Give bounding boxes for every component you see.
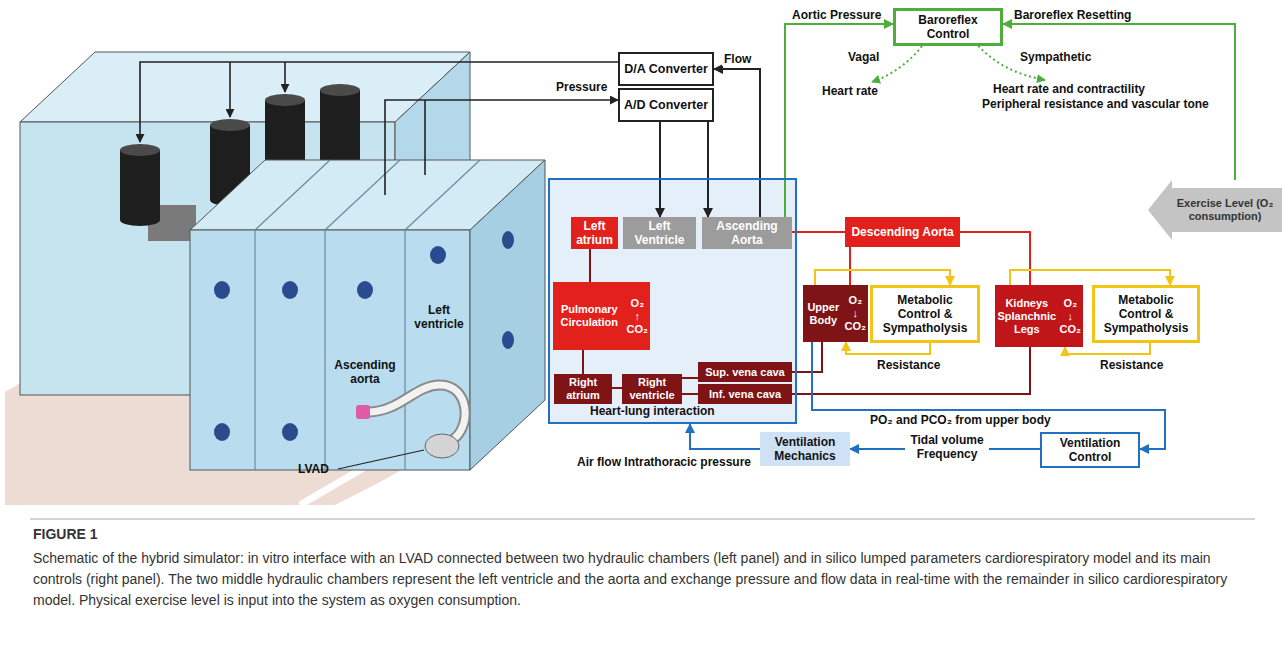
figure-title: FIGURE 1 (33, 526, 98, 542)
connector (682, 377, 698, 379)
connector-label: Tidal volume Frequency (905, 433, 989, 461)
connector (792, 231, 845, 233)
node-text: Upper Body (805, 301, 842, 327)
effector-label: Heart rate and contractility (993, 82, 1145, 96)
leader-line (338, 450, 424, 469)
node-text: Metabolic Control & Sympatholysis (875, 293, 975, 335)
gas-exchange-text: O₂ ↑ CO₂ (627, 297, 648, 336)
converter-box: A/D Converter (618, 88, 714, 122)
node-text: D/A Converter (624, 62, 708, 76)
node-text: A/D Converter (624, 98, 708, 112)
node-text: Exercise Level (O₂ consumption) (1174, 197, 1276, 223)
node-text: Ventilation Mechanics (762, 435, 848, 463)
connector (846, 342, 930, 354)
gas-exchange-text: O₂ ↓ CO₂ (845, 294, 866, 333)
connector-label: Baroreflex Resetting (1012, 8, 1133, 22)
connector (785, 24, 893, 217)
converter-box: D/A Converter (618, 52, 714, 86)
node-text: Right ventricle (624, 376, 680, 402)
heart-chamber: Right ventricle (622, 374, 682, 404)
connector (589, 249, 591, 282)
connector (690, 424, 760, 449)
figure-caption: Schematic of the hybrid simulator: in vi… (33, 548, 1255, 611)
connector (707, 122, 709, 217)
control-box: Metabolic Control & Sympatholysis (870, 285, 980, 343)
lvad-tube (368, 385, 465, 440)
connector-label: Resistance (1098, 358, 1165, 372)
node-text: Left atrium (573, 219, 616, 247)
flow-wire (229, 62, 231, 117)
node-text: Metabolic Control & Sympatholysis (1097, 293, 1195, 335)
connector (582, 350, 584, 374)
part-label: LVAD (298, 462, 329, 476)
connector (815, 270, 950, 285)
control-box: Ventilation Control (1040, 432, 1140, 468)
connector (960, 232, 1030, 285)
part-label: Left ventricle (408, 303, 470, 331)
node-text: Ventilation Control (1044, 436, 1136, 464)
heart-chamber: Left atrium (571, 217, 618, 249)
heart-chamber: Right atrium (554, 374, 612, 404)
control-box: Metabolic Control & Sympatholysis (1092, 285, 1200, 343)
pressure-wire (385, 100, 618, 195)
signal-label: Pressure (556, 80, 607, 94)
connector (682, 393, 698, 395)
connector (612, 387, 622, 389)
gas-exchange-text: O₂ ↓ CO₂ (1060, 297, 1081, 336)
node-text: Descending Aorta (851, 225, 953, 239)
model-region: Heart-lung interaction Left atrium Left Ve… (548, 178, 797, 424)
chamber-dividers (255, 160, 480, 470)
vagal-path (872, 42, 925, 82)
lvad-pump (425, 434, 459, 458)
pathway-label: Vagal (848, 50, 879, 64)
connector-label: Resistance (875, 358, 942, 372)
node-text: Right atrium (556, 376, 610, 402)
circulation-box: Pulmonary CirculationO₂ ↑ CO₂ (553, 282, 650, 350)
pressure-wire (424, 100, 426, 175)
artery-box: Descending Aorta (845, 217, 960, 247)
tissue-box: Kidneys Splanchnic LegsO₂ ↓ CO₂ (995, 285, 1083, 347)
control-box: Baroreflex Control (893, 8, 1003, 46)
arrow-shape (1148, 180, 1282, 240)
node-text: Inf. vena cava (709, 388, 781, 401)
node-text: Baroreflex Control (898, 13, 998, 41)
flow-wire (284, 62, 286, 92)
node-text: Kidneys Splanchnic Legs (997, 297, 1057, 336)
input-arrow: Exercise Level (O₂ consumption) (1148, 180, 1282, 240)
hybrid-chamber: Ascending Aorta (702, 217, 792, 249)
connector (1010, 270, 1170, 285)
node-text: Sup. vena cava (705, 366, 785, 379)
connector (356, 405, 370, 419)
node-text: Heart-lung interaction (590, 404, 715, 418)
connector-label: Flow (722, 52, 753, 66)
connector (659, 122, 661, 217)
effector-label: Heart rate (822, 84, 878, 98)
vein-box: Inf. vena cava (698, 384, 792, 404)
connector-label: Aortic Pressure (790, 8, 883, 22)
node-text: Left Ventricle (625, 219, 694, 247)
pathway-label: Sympathetic (1020, 50, 1091, 64)
chamber-side (470, 160, 545, 470)
chamber-front (190, 230, 470, 470)
hybrid-chamber: Left Ventricle (623, 217, 696, 249)
mechanics-box: Ventilation Mechanics (760, 432, 850, 466)
vein-box: Sup. vena cava (698, 362, 792, 382)
caption-rule (30, 519, 1255, 520)
connector-label: Air flow Intrathoracic pressure (575, 455, 753, 469)
lvad-tube (368, 385, 465, 440)
part-label: Ascending aorta (332, 358, 398, 386)
node-text: Pulmonary Circulation (555, 303, 624, 329)
connector-label: PO₂ and PCO₂ from upper body (868, 413, 1053, 427)
connector (849, 247, 851, 285)
node-text: Ascending Aorta (704, 219, 790, 247)
flow-wire (140, 62, 618, 142)
tissue-box: Upper BodyO₂ ↓ CO₂ (803, 285, 868, 342)
connector (714, 69, 760, 217)
ports (214, 231, 514, 441)
effector-label: Peripheral resistance and vascular tone (982, 97, 1209, 111)
